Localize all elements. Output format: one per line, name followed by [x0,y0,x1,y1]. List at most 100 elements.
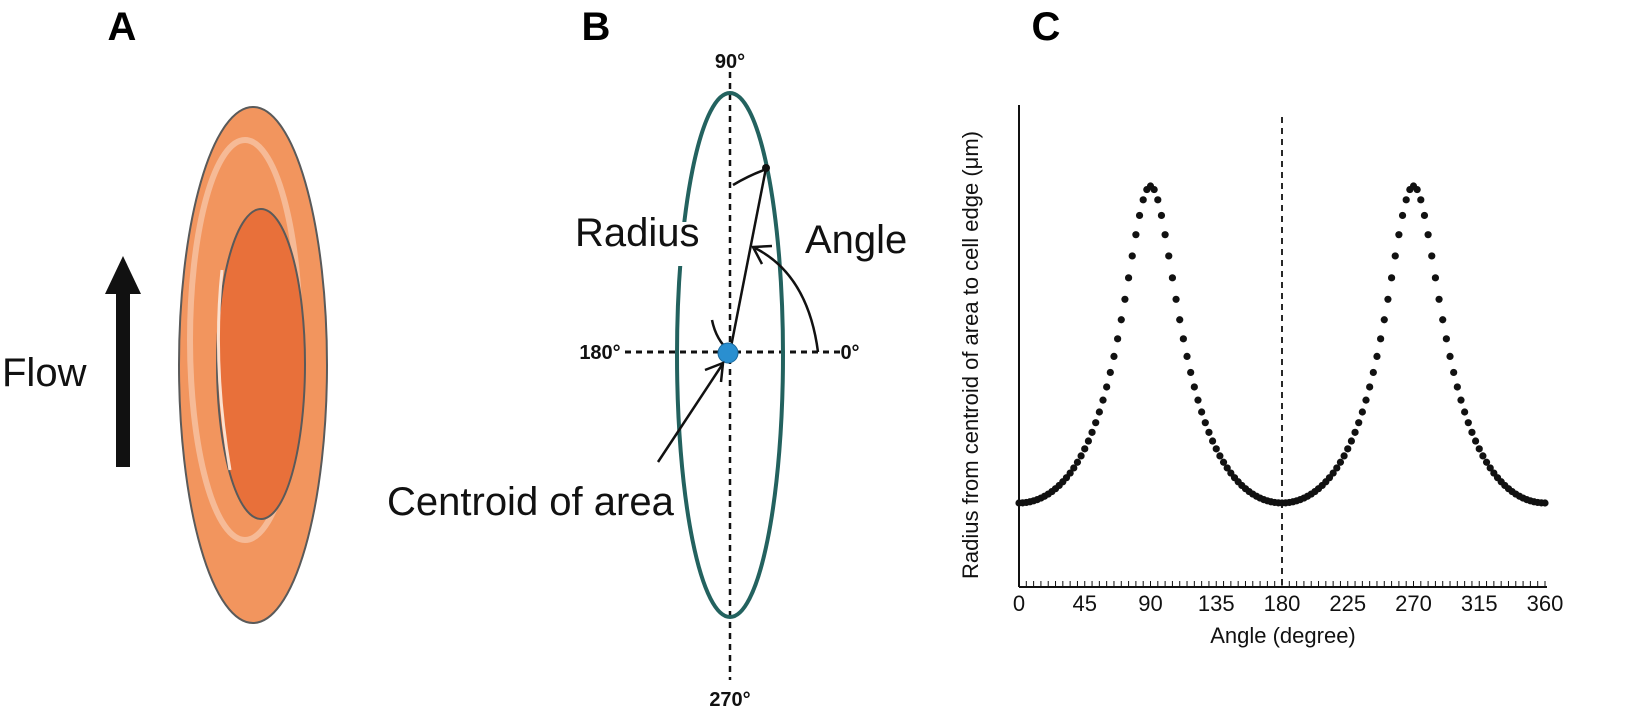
data-point [1377,335,1385,343]
data-point [1395,231,1403,239]
data-point [1482,458,1491,466]
data-point [1190,383,1198,391]
data-point [1223,464,1231,472]
ellipse-gap [672,222,688,266]
data-point [1373,352,1381,360]
panel-c-letter: C [1032,5,1061,49]
data-point [1070,464,1078,472]
label-0-degrees: 0° [840,342,859,364]
data-point [1150,185,1158,194]
radius-tick [732,168,765,187]
data-point [1475,445,1483,453]
data-point [1088,428,1096,436]
data-point [1208,437,1217,445]
data-point [1194,396,1202,404]
data-point [1216,452,1224,460]
centroid-pointer-arrowhead [704,361,725,383]
red-blood-cell-illustration [178,106,328,624]
data-point [1198,408,1206,416]
y-axis-title: Radius from centroid of area to cell edg… [958,131,983,579]
data-point [1121,295,1129,303]
data-point [1132,231,1140,239]
data-point [1157,211,1166,220]
data-point [1413,185,1421,194]
centroid-point [717,342,739,364]
data-point [1450,368,1458,377]
x-tick-label: 270 [1395,591,1432,616]
data-point [1424,231,1432,239]
radius-line [728,167,768,353]
radius-label: Radius [575,211,700,255]
data-point [1187,368,1195,377]
centroid-label: Centroid of area [387,480,675,524]
panel-b-letter: B [582,5,611,49]
data-point [1468,428,1476,436]
data-point [1135,211,1144,220]
centroid-pointer-line [656,364,724,463]
data-point [1351,428,1359,436]
data-point [1347,437,1356,445]
data-point [1154,196,1162,204]
data-point [1124,274,1133,282]
x-tick-label: 45 [1073,591,1097,616]
data-point [1165,252,1173,260]
data-point [1205,428,1213,436]
label-180-degrees: 180° [579,342,620,364]
data-point [1114,335,1122,343]
data-point [1457,396,1465,404]
cell-inner-depression [216,208,306,520]
data-point [1431,274,1440,282]
data-point [1439,316,1447,324]
x-tick-label: 225 [1329,591,1366,616]
data-point [1461,408,1469,416]
panel-a-letter: A [108,5,137,49]
x-tick-label: 90 [1138,591,1162,616]
x-tick-label: 180 [1264,591,1301,616]
data-point [1369,368,1377,377]
flow-label: Flow [2,351,87,395]
data-point [1336,458,1345,466]
data-point [1358,408,1366,416]
data-point [1417,196,1425,204]
data-point [1066,469,1074,477]
data-point [1329,469,1337,477]
cell-inner-rim-light [216,269,232,471]
data-point [1471,437,1480,445]
data-point [1106,368,1114,377]
x-tick-label: 360 [1527,591,1564,616]
data-point [1081,445,1089,453]
data-point [1073,458,1082,466]
data-point [1366,383,1374,391]
data-point [1183,352,1191,360]
data-point [1117,316,1125,324]
panel-b: B 90° 180° 0° 270° Radius Angle Centroid… [387,5,907,711]
data-point [1340,452,1348,460]
panel-a: A Flow [2,5,328,624]
data-point [1176,316,1184,324]
data-point [1139,196,1147,204]
data-point [1344,445,1352,453]
data-point [1161,231,1169,239]
data-point [1099,396,1107,404]
x-axis-title: Angle (degree) [1210,623,1356,648]
data-point [1398,211,1407,220]
data-point [1201,419,1209,427]
data-point [1095,408,1103,416]
data-point [1420,211,1429,220]
data-point [1446,352,1454,360]
angle-arc-arrowhead [750,244,773,265]
data-point [1333,464,1341,472]
data-point [1428,252,1436,260]
data-point [1391,252,1399,260]
data-point [1084,437,1093,445]
data-point [1168,274,1177,282]
angle-label: Angle [805,218,907,262]
data-point [1077,452,1085,460]
data-point [1219,458,1228,466]
data-point [1402,196,1410,204]
data-point [1453,383,1461,391]
x-tick-label: 135 [1198,591,1235,616]
